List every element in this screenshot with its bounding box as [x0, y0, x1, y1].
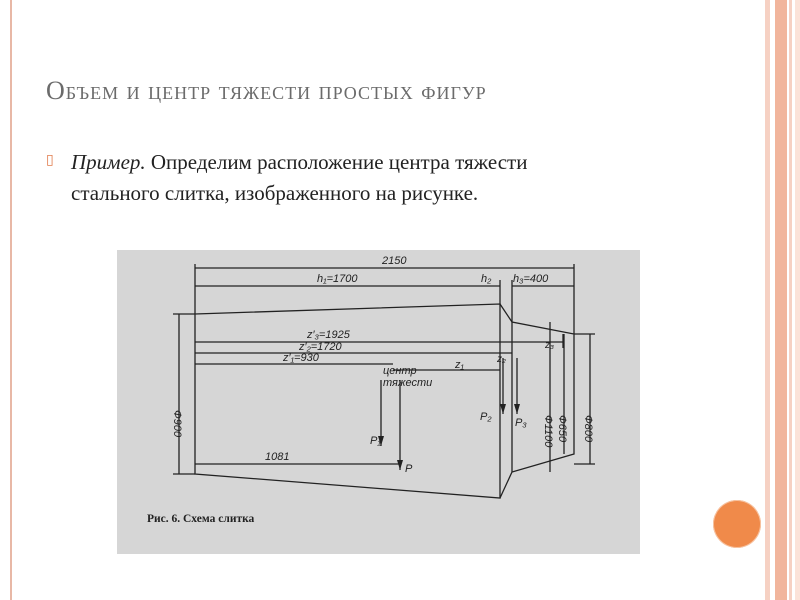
example-label: Пример. [71, 150, 146, 174]
label-p3: P₃ [515, 417, 527, 429]
slide-title: Объем и центр тяжести простых фигур [46, 76, 487, 105]
body-line-2: стального слитка, изображенного на рисун… [71, 181, 479, 205]
label-p1: P₁ [370, 435, 381, 447]
figure-caption: Рис. 6. Схема слитка [147, 513, 255, 525]
center-label-2: тяжести [383, 377, 432, 389]
label-p: P [405, 463, 413, 475]
ingot-drawing: 2150 h₁=1700 h₂ h₃=400 z′₃=1925 z′₂=1720… [147, 255, 595, 525]
dim-z1: z′₁=930 [282, 352, 320, 364]
dim-z3: z′₃=1925 [306, 329, 351, 341]
ingot-scheme-figure: 2150 h₁=1700 h₂ h₃=400 z′₃=1925 z′₂=1720… [117, 250, 640, 554]
center-label-1: центр [383, 365, 417, 377]
bullet-text: Пример. Определим расположение центра тя… [71, 147, 527, 209]
label-p2: P₂ [480, 411, 492, 423]
mark-z2: z₂ [496, 354, 506, 365]
dim-z1-center: z₁ [454, 359, 465, 371]
right-decor-stripe-edge [795, 0, 800, 600]
dim-d650: Ф650 [556, 415, 568, 443]
dim-d800: Ф800 [582, 415, 594, 443]
dim-d1100: Ф1100 [542, 415, 554, 448]
bullet-icon: ▯ [46, 152, 54, 168]
right-decor-stripe-thin [789, 0, 792, 600]
right-decor-stripe-wide [775, 0, 787, 600]
dim-h2: h₂ [481, 273, 492, 285]
decor-circle [713, 500, 761, 548]
dim-z2: z′₂=1720 [298, 341, 343, 353]
ingot-head [499, 303, 575, 499]
right-decor-stripe [765, 0, 770, 600]
dim-1081: 1081 [265, 451, 289, 463]
body-line-1: Определим расположение центра тяжести [145, 150, 528, 174]
dim-d900: Ф900 [171, 410, 183, 438]
dim-h1: h₁=1700 [317, 273, 358, 285]
left-decor-stripe [10, 0, 12, 600]
dim-total: 2150 [381, 255, 407, 267]
dim-h3: h₃=400 [513, 273, 549, 285]
mark-z3: z₃ [544, 340, 554, 351]
